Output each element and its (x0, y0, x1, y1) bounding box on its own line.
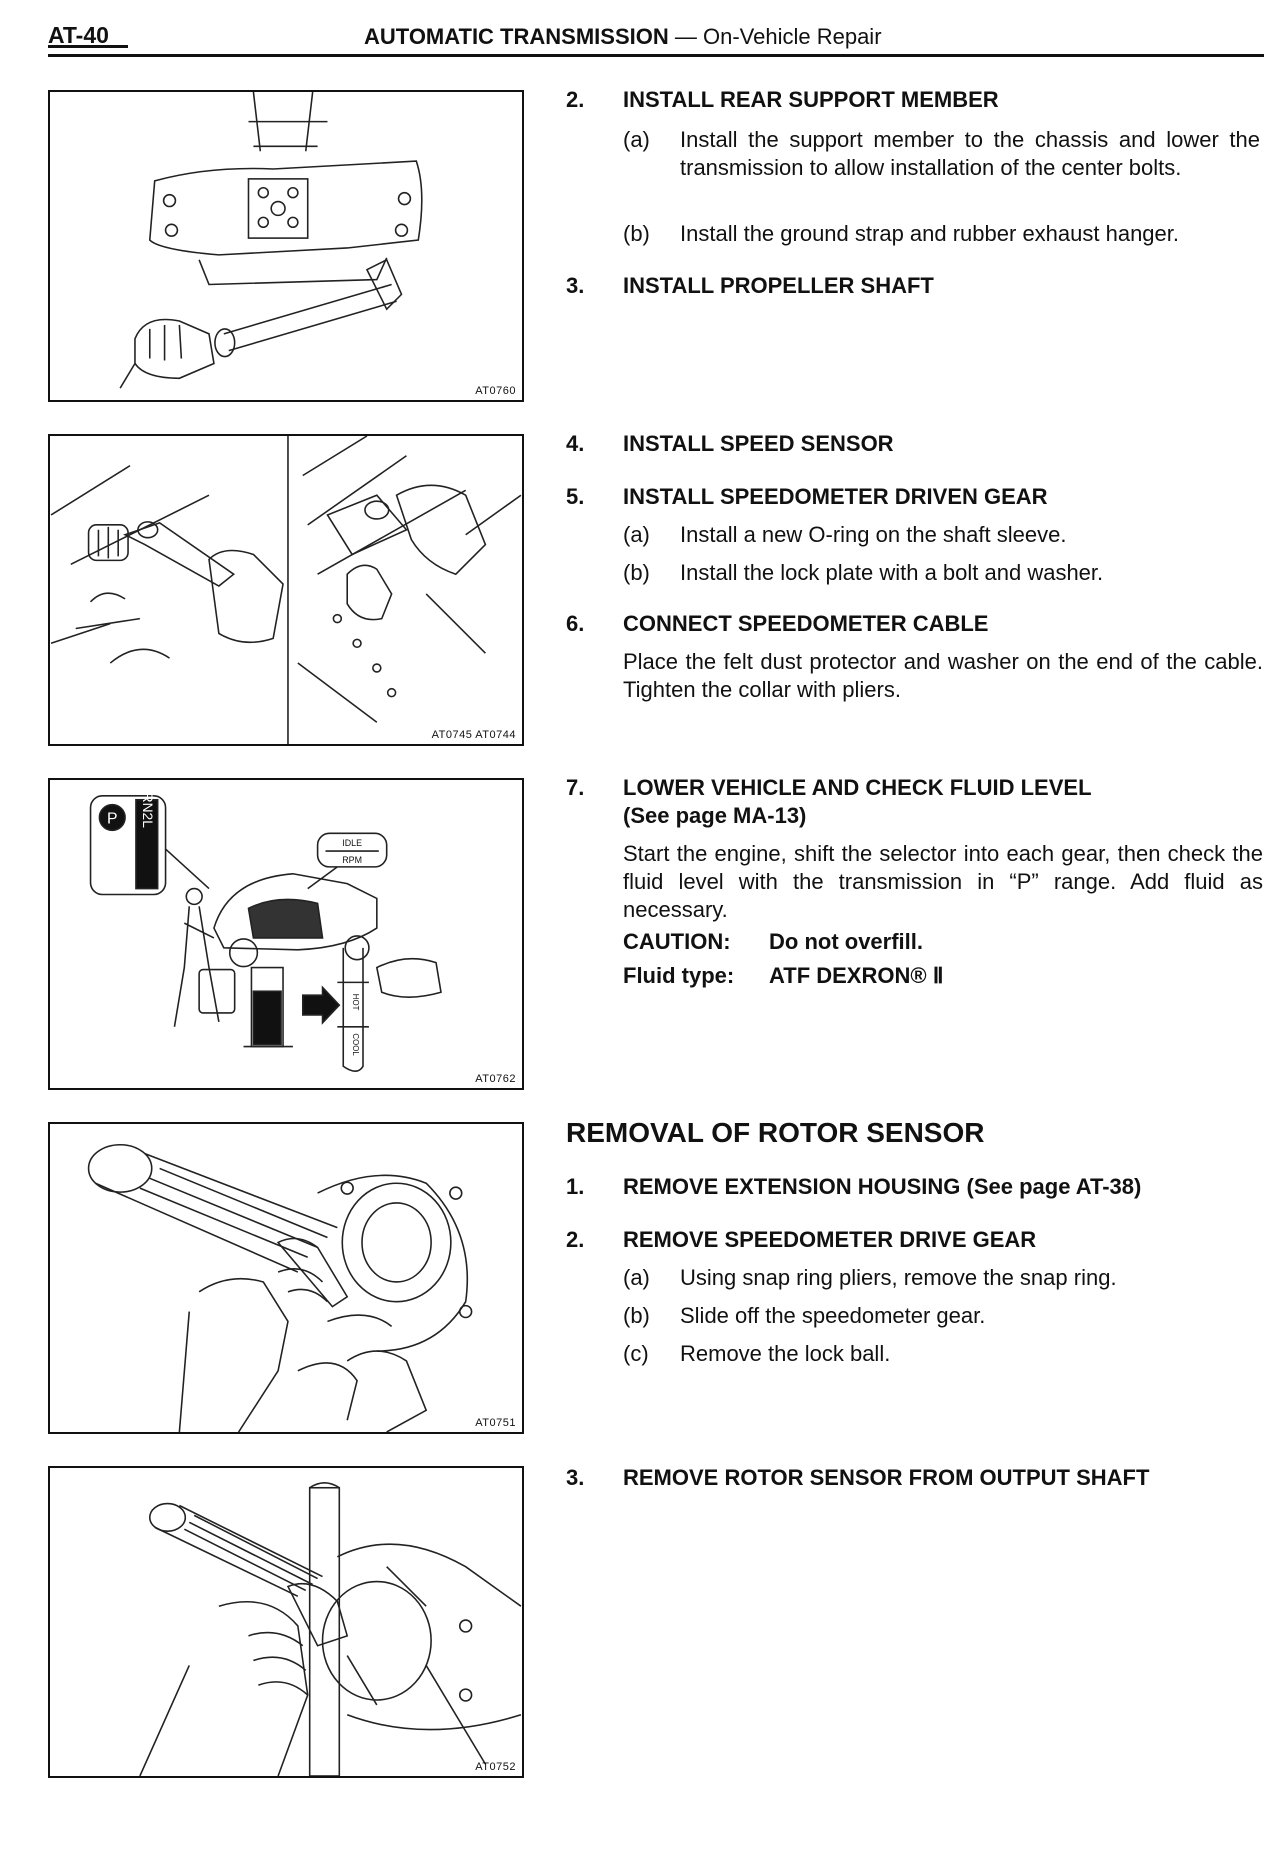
figure-rear-support-member: AT0760 (48, 90, 524, 402)
dipstick-cool-label: COOL (351, 1033, 360, 1056)
figure-code: AT0760 (475, 385, 516, 397)
figure-speed-sensor: AT0745 AT0744 (48, 434, 524, 746)
step-number: 1. (566, 1174, 585, 1199)
substep-letter: (b) (623, 1303, 650, 1328)
page-title: AUTOMATIC TRANSMISSION — On-Vehicle Repa… (364, 24, 882, 50)
figure-code: AT0762 (475, 1073, 516, 1085)
figure-code: AT0751 (475, 1417, 516, 1429)
page-header: AT-40 AUTOMATIC TRANSMISSION — On-Vehicl… (48, 18, 1264, 54)
substep-text: Slide off the speedometer gear. (680, 1303, 986, 1328)
figure-rotor-sensor-removal: AT0752 (48, 1466, 524, 1778)
fluid-type-spec: Fluid type: ATF DEXRON® Ⅱ (623, 962, 944, 990)
figure-code: AT0745 AT0744 (431, 729, 516, 741)
figure-fluid-level-check: P PRN2L IDLE RPM HOT COOL AT0762 (48, 778, 524, 1090)
section-title: AUTOMATIC TRANSMISSION (364, 24, 669, 49)
substep-letter: (a) (623, 522, 650, 547)
substep-letter: (c) (623, 1341, 649, 1366)
step-title: INSTALL PROPELLER SHAFT (623, 273, 934, 298)
substep-letter: (b) (623, 221, 650, 246)
substep-text: Install the support member to the chassi… (680, 127, 1260, 180)
substep-letter: (a) (623, 127, 650, 152)
instructions-column: 2. INSTALL REAR SUPPORT MEMBER (a) Insta… (566, 86, 1266, 1806)
page-number: AT-40 (48, 22, 109, 48)
figure-code: AT0752 (475, 1761, 516, 1773)
header-divider (48, 54, 1264, 57)
gauge-idle-label: IDLE (342, 838, 362, 848)
gauge-rpm-label: RPM (342, 855, 362, 865)
subsection-title: On-Vehicle Repair (702, 24, 882, 49)
caution-label: CAUTION: (623, 929, 731, 954)
title-separator: — (674, 24, 697, 49)
svg-text:P: P (107, 810, 118, 827)
step-title: INSTALL SPEEDOMETER DRIVEN GEAR (623, 484, 1048, 509)
rotor-sensor-removal-illustration-icon (139, 1482, 522, 1776)
step-title: REMOVE SPEEDOMETER DRIVE GEAR (623, 1227, 1037, 1252)
speed-sensor-illustration-icon (50, 436, 522, 744)
rear-support-member-illustration-icon (119, 92, 423, 389)
step-number: 3. (566, 1465, 585, 1490)
substep-letter: (b) (623, 560, 650, 585)
fluid-level-check-illustration-icon: P PRN2L IDLE RPM HOT COOL (89, 783, 442, 1073)
step-title: REMOVE ROTOR SENSOR FROM OUTPUT SHAFT (623, 1465, 1150, 1490)
figure-snap-ring-removal: AT0751 (48, 1122, 524, 1434)
substep-text: Remove the lock ball. (680, 1341, 891, 1366)
substep-text: Install a new O-ring on the shaft sleeve… (680, 522, 1067, 547)
step-title: INSTALL REAR SUPPORT MEMBER (623, 87, 999, 112)
page-number-underline (48, 45, 128, 48)
substep-text: Using snap ring pliers, remove the snap … (680, 1265, 1117, 1290)
step-number: 6. (566, 611, 585, 636)
substep-letter: (a) (623, 1265, 650, 1290)
section-heading-removal: REMOVAL OF ROTOR SENSOR (566, 1117, 985, 1148)
step-number: 3. (566, 273, 585, 298)
fluid-type-label: Fluid type: (623, 963, 735, 988)
step-title: INSTALL SPEED SENSOR (623, 431, 894, 456)
caution-text: Do not overfill. (769, 929, 923, 954)
step-paragraph: Place the felt dust protector and washer… (623, 649, 1263, 702)
step-number: 2. (566, 1227, 585, 1252)
step-paragraph: Start the engine, shift the selector int… (623, 841, 1263, 922)
step-number: 7. (566, 775, 585, 800)
substep-text: Install the lock plate with a bolt and w… (680, 560, 1104, 585)
fluid-type-value: ATF DEXRON® Ⅱ (769, 963, 944, 988)
step-title: CONNECT SPEEDOMETER CABLE (623, 611, 989, 636)
gear-indicator-label: PRN2L (140, 783, 156, 828)
step-title: REMOVE EXTENSION HOUSING (See page AT-38… (623, 1174, 1142, 1199)
step-number: 5. (566, 484, 585, 509)
step-title: LOWER VEHICLE AND CHECK FLUID LEVEL (623, 775, 1092, 800)
step-page-reference: (See page MA-13) (623, 803, 807, 828)
dipstick-hot-label: HOT (351, 994, 360, 1011)
step-number: 4. (566, 431, 585, 456)
step-number: 2. (566, 87, 585, 112)
caution-note: CAUTION: Do not overfill. (623, 928, 923, 956)
substep-text: Install the ground strap and rubber exha… (680, 221, 1180, 246)
snap-ring-pliers-illustration-icon (87, 1143, 473, 1432)
